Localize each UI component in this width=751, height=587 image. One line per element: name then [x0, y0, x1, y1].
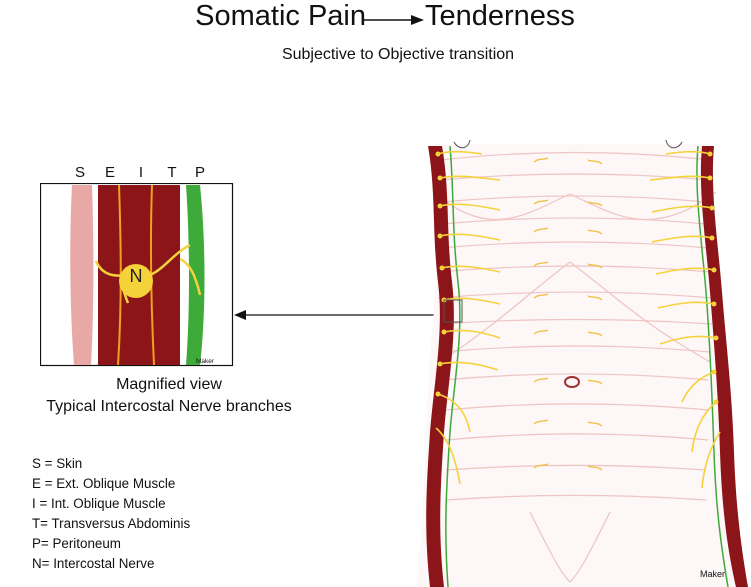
legend-item-ext-oblique: E = Ext. Oblique Muscle	[32, 476, 176, 491]
magnified-view-diagram	[40, 183, 234, 367]
legend-item-transversus: T= Transversus Abdominis	[32, 516, 191, 531]
title-right-text: Tenderness	[425, 0, 575, 32]
skin-layer	[70, 185, 94, 365]
nerve-label: N	[129, 266, 143, 286]
layer-letter-p: P	[194, 164, 205, 181]
right-abdominal-wall	[700, 146, 748, 587]
magnification-region-marker	[443, 299, 463, 323]
magnified-maker-watermark: Maker	[196, 358, 215, 365]
layer-letter-i: I	[138, 164, 144, 181]
left-abdominal-wall	[426, 146, 454, 587]
torso-illustration	[416, 139, 748, 587]
layer-letter-s: S	[74, 164, 85, 181]
anterior-nerve-endings	[533, 157, 603, 471]
layer-letter-e: E	[104, 164, 115, 181]
subtitle: Subjective to Objective transition	[281, 46, 515, 63]
legend-item-intercostal-nerve: N= Intercostal Nerve	[32, 556, 155, 571]
intercostal-nerve-node	[119, 264, 153, 298]
rib-contour-lines	[433, 151, 717, 583]
legend-item-skin: S = Skin	[32, 456, 83, 471]
title-left-text: Somatic Pain	[195, 0, 366, 32]
legend: S = Skin E = Ext. Oblique Muscle I = Int…	[32, 454, 190, 574]
umbilicus	[564, 376, 580, 388]
torso-maker-watermark: Maker	[700, 569, 726, 579]
layer-letter-t: T	[167, 164, 177, 181]
magnify-pointer-arrow	[234, 310, 442, 320]
intercostal-nerve-branches	[435, 150, 721, 489]
nerve-branch	[149, 243, 202, 296]
peritoneum-layer	[186, 185, 205, 365]
transition-arrow-icon	[364, 15, 424, 25]
magnified-view-caption: Magnified view	[116, 376, 222, 393]
page-title: Somatic Pain Tenderness	[0, 0, 751, 36]
legend-item-int-oblique: I = Int. Oblique Muscle	[32, 496, 166, 511]
magnified-view-subcaption: Typical Intercostal Nerve branches	[46, 398, 292, 415]
legend-item-peritoneum: P= Peritoneum	[32, 536, 121, 551]
nerve-exit-dots	[435, 151, 719, 405]
